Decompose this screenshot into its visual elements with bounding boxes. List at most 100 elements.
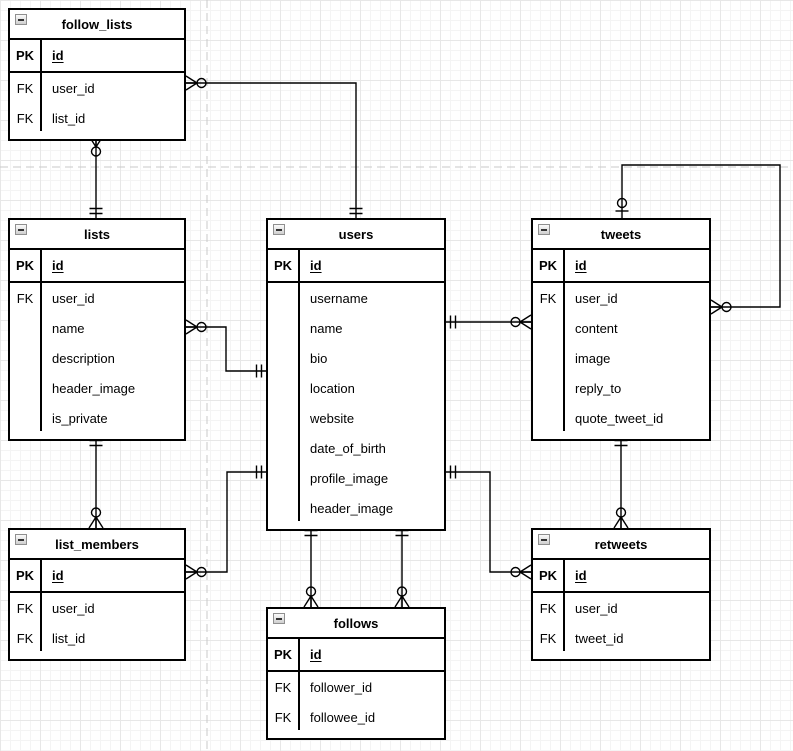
relationship-connector-listmembers-users[interactable] bbox=[185, 465, 266, 580]
table-row[interactable]: website bbox=[268, 403, 444, 433]
field-name: date_of_birth bbox=[310, 440, 386, 456]
table-tweets[interactable]: tweets PK id FK user_id content image re… bbox=[531, 218, 711, 441]
table-row[interactable]: header_image bbox=[10, 373, 184, 403]
collapse-icon[interactable] bbox=[273, 613, 285, 624]
table-row[interactable]: date_of_birth bbox=[268, 433, 444, 463]
field-name: location bbox=[310, 380, 355, 396]
field-name: quote_tweet_id bbox=[575, 410, 664, 426]
field-name: header_image bbox=[52, 380, 136, 396]
field-name: user_id bbox=[52, 600, 95, 616]
collapse-icon[interactable] bbox=[15, 534, 27, 545]
key-cell: FK bbox=[16, 80, 34, 96]
key-cell: FK bbox=[539, 630, 557, 646]
collapse-icon[interactable] bbox=[15, 14, 27, 25]
field-name: profile_image bbox=[310, 470, 389, 486]
column-divider bbox=[40, 38, 42, 131]
table-row[interactable]: PK id bbox=[10, 250, 184, 283]
relationship-connector-users-follows-follower[interactable] bbox=[303, 526, 319, 608]
table-row[interactable]: FK list_id bbox=[10, 623, 184, 653]
table-row[interactable]: name bbox=[268, 313, 444, 343]
collapse-icon[interactable] bbox=[538, 534, 550, 545]
relationship-connector-followlists-users[interactable] bbox=[185, 75, 363, 218]
table-title: lists bbox=[83, 226, 110, 242]
field-name: is_private bbox=[52, 410, 108, 426]
table-header: follows bbox=[268, 609, 444, 639]
table-row[interactable]: FK user_id bbox=[533, 283, 709, 313]
table-row[interactable]: image bbox=[533, 343, 709, 373]
table-row[interactable]: name bbox=[10, 313, 184, 343]
key-cell: PK bbox=[273, 258, 293, 273]
table-title: list_members bbox=[55, 536, 139, 552]
key-cell: FK bbox=[16, 110, 34, 126]
column-divider bbox=[563, 248, 565, 431]
key-cell: PK bbox=[15, 568, 35, 583]
table-row[interactable]: FK tweet_id bbox=[533, 623, 709, 653]
collapse-icon[interactable] bbox=[15, 224, 27, 235]
table-row[interactable]: PK id bbox=[10, 40, 184, 73]
field-name: id bbox=[575, 568, 587, 583]
table-row[interactable]: reply_to bbox=[533, 373, 709, 403]
table-row[interactable]: PK id bbox=[268, 250, 444, 283]
table-users[interactable]: users PK id username name bio location w… bbox=[266, 218, 446, 531]
relationship-connector-lists-users[interactable] bbox=[185, 319, 266, 378]
table-row[interactable]: FK list_id bbox=[10, 103, 184, 133]
field-name: reply_to bbox=[575, 380, 622, 396]
field-name: id bbox=[52, 48, 64, 63]
relationship-connector-followlists-lists[interactable] bbox=[88, 135, 104, 218]
field-name: content bbox=[575, 320, 618, 336]
table-row[interactable]: is_private bbox=[10, 403, 184, 433]
column-divider bbox=[298, 248, 300, 521]
table-title: follows bbox=[333, 615, 379, 631]
field-name: description bbox=[52, 350, 115, 366]
key-cell: FK bbox=[274, 679, 292, 695]
key-cell: PK bbox=[538, 568, 558, 583]
table-row[interactable]: profile_image bbox=[268, 463, 444, 493]
table-title: retweets bbox=[594, 536, 648, 552]
column-divider bbox=[40, 248, 42, 431]
table-lists[interactable]: lists PK id FK user_id name description … bbox=[8, 218, 186, 441]
collapse-icon[interactable] bbox=[273, 224, 285, 235]
table-row[interactable]: FK user_id bbox=[10, 283, 184, 313]
relationship-connector-users-tweets[interactable] bbox=[446, 314, 532, 330]
field-name: username bbox=[310, 290, 368, 306]
table-row[interactable]: PK id bbox=[533, 250, 709, 283]
key-cell: PK bbox=[273, 647, 293, 662]
key-cell: FK bbox=[16, 630, 34, 646]
collapse-icon[interactable] bbox=[538, 224, 550, 235]
table-row[interactable]: bio bbox=[268, 343, 444, 373]
field-name: user_id bbox=[575, 290, 618, 306]
key-cell: PK bbox=[15, 258, 35, 273]
field-name: image bbox=[575, 350, 611, 366]
table-row[interactable]: quote_tweet_id bbox=[533, 403, 709, 433]
relationship-connector-lists-listmembers[interactable] bbox=[88, 436, 104, 529]
table-title: follow_lists bbox=[61, 16, 133, 32]
table-row[interactable]: PK id bbox=[268, 639, 444, 672]
table-row[interactable]: FK followee_id bbox=[268, 702, 444, 732]
field-name: id bbox=[52, 568, 64, 583]
key-cell: FK bbox=[539, 600, 557, 616]
relationship-connector-tweets-self[interactable] bbox=[615, 164, 781, 315]
table-list-members[interactable]: list_members PK id FK user_id FK list_id bbox=[8, 528, 186, 661]
table-row[interactable]: FK user_id bbox=[10, 593, 184, 623]
table-row[interactable]: PK id bbox=[10, 560, 184, 593]
table-row[interactable]: username bbox=[268, 283, 444, 313]
table-row[interactable]: FK follower_id bbox=[268, 672, 444, 702]
table-title: tweets bbox=[600, 226, 642, 242]
relationship-connector-users-retweets[interactable] bbox=[446, 465, 532, 580]
table-row[interactable]: description bbox=[10, 343, 184, 373]
field-name: id bbox=[310, 258, 322, 273]
table-row[interactable]: FK user_id bbox=[533, 593, 709, 623]
table-retweets[interactable]: retweets PK id FK user_id FK tweet_id bbox=[531, 528, 711, 661]
relationship-connector-users-follows-followee[interactable] bbox=[394, 526, 410, 608]
table-follow-lists[interactable]: follow_lists PK id FK user_id FK list_id bbox=[8, 8, 186, 141]
table-row[interactable]: location bbox=[268, 373, 444, 403]
table-header: retweets bbox=[533, 530, 709, 560]
table-row[interactable]: FK user_id bbox=[10, 73, 184, 103]
table-follows[interactable]: follows PK id FK follower_id FK followee… bbox=[266, 607, 446, 740]
table-row[interactable]: PK id bbox=[533, 560, 709, 593]
relationship-connector-tweets-retweets[interactable] bbox=[613, 436, 629, 529]
table-row[interactable]: header_image bbox=[268, 493, 444, 523]
table-header: tweets bbox=[533, 220, 709, 250]
table-row[interactable]: content bbox=[533, 313, 709, 343]
